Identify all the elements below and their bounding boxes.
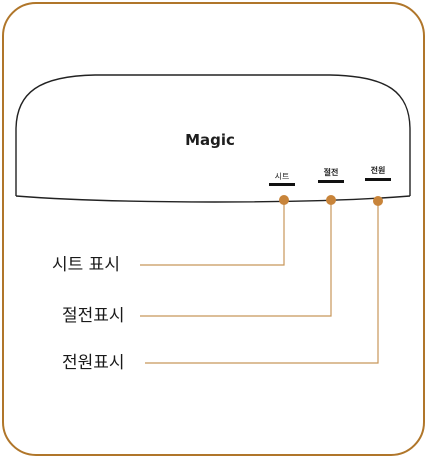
leader-line-power xyxy=(145,201,379,364)
brand-logo: Magic xyxy=(185,131,235,149)
indicator-bar-power xyxy=(365,178,391,181)
outer-frame xyxy=(2,2,425,456)
device-base-edge xyxy=(15,195,411,203)
callout-power-indicator: 전원표시 xyxy=(62,353,125,373)
leader-line-power-save xyxy=(140,200,332,317)
indicator-bar-seat xyxy=(269,183,295,186)
indicator-dot-power-save xyxy=(326,195,336,205)
indicator-dot-power xyxy=(373,196,383,206)
indicator-dot-seat xyxy=(279,195,289,205)
indicator-label-power-save: 절전 xyxy=(324,167,339,177)
indicator-label-seat: 시트 xyxy=(275,172,290,181)
indicator-bar-power-save xyxy=(318,180,344,183)
callout-power-save-indicator: 절전표시 xyxy=(62,306,125,326)
device-body xyxy=(15,74,411,196)
indicator-label-power: 전원 xyxy=(371,165,386,175)
leader-line-seat xyxy=(140,200,285,266)
callout-seat-indicator: 시트 표시 xyxy=(52,255,120,275)
